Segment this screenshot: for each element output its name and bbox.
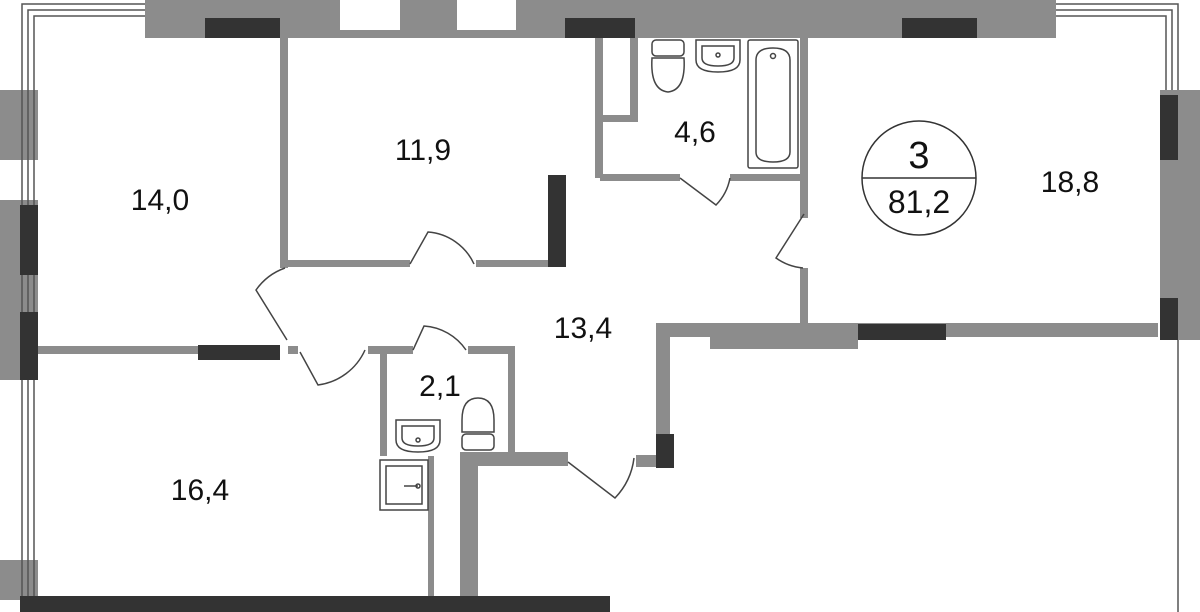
room-labels: 18,8 16,4 14,0 13,4 11,9 4,6 2,1 bbox=[131, 116, 1099, 507]
cabinet-icon bbox=[379, 459, 429, 511]
windows bbox=[20, 18, 1178, 612]
room-area-living-room: 18,8 bbox=[1041, 166, 1099, 199]
toilet-icon bbox=[461, 397, 495, 451]
room-area-bedroom-top: 11,9 bbox=[395, 134, 451, 167]
apartment-summary-badge: 3 81,2 bbox=[861, 120, 977, 236]
sink-icon bbox=[395, 419, 441, 453]
room-area-hallway: 13,4 bbox=[554, 312, 612, 345]
room-area-bathroom: 4,6 bbox=[674, 116, 716, 149]
sink-icon bbox=[695, 39, 741, 73]
doors bbox=[255, 177, 805, 500]
fixtures bbox=[379, 39, 799, 511]
window-frames bbox=[21, 3, 1179, 612]
room-area-bedroom-large: 16,4 bbox=[171, 474, 229, 507]
room-count: 3 bbox=[908, 135, 929, 177]
toilet-icon bbox=[651, 39, 685, 93]
bathtub-icon bbox=[747, 39, 799, 169]
room-area-toilet: 2,1 bbox=[419, 370, 461, 403]
total-area: 81,2 bbox=[888, 184, 950, 220]
room-area-bedroom-left: 14,0 bbox=[131, 184, 189, 217]
